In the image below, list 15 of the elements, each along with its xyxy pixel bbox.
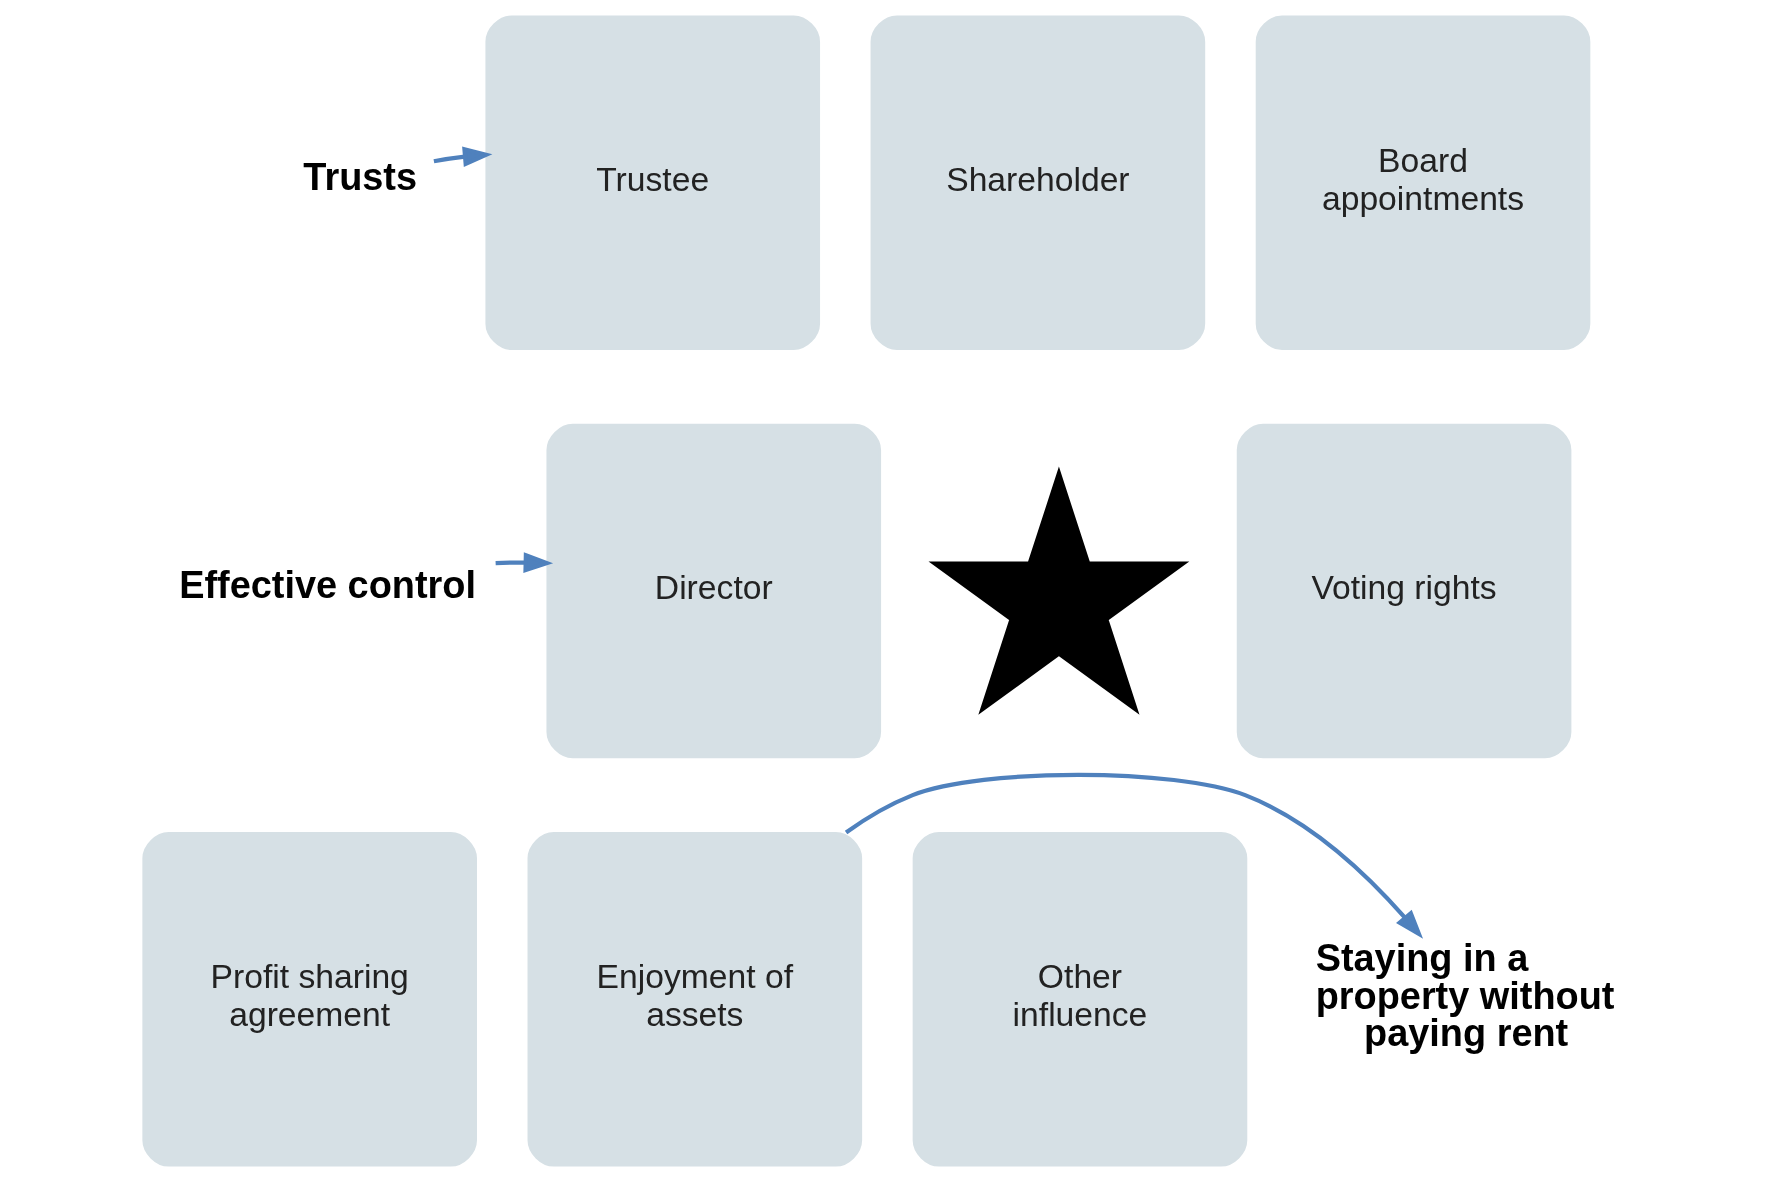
node-text: Staying in a property without paying rent [1315,936,1614,1055]
node-text: Effective control [178,564,476,607]
node-text: Trusts [302,155,417,198]
node-box: Director [545,423,881,759]
node-box: Voting rights [1236,423,1571,759]
node-box: Profit sharing agreement [141,832,477,1167]
arrow [433,146,492,168]
arrow [844,772,1423,939]
node-box: Trustee [484,15,820,351]
node-box: Shareholder [870,15,1205,351]
arrow [495,552,553,573]
node-star [928,466,1189,715]
node-box: Other influence [912,832,1247,1167]
node-box: Enjoyment of assets [527,832,862,1167]
node-box: Board appointments [1255,15,1590,351]
